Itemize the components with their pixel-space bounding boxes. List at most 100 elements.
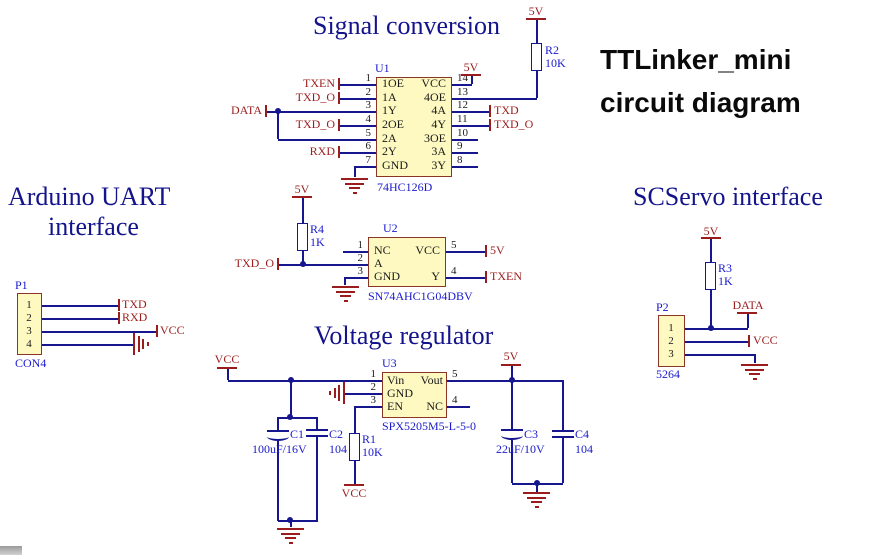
net-label-vcc: VCC [214, 352, 240, 366]
ground-bar [336, 290, 355, 293]
wire [446, 277, 486, 279]
ground-symbol [277, 528, 304, 544]
pin-number: 2 [365, 86, 372, 98]
net-label-txd-o: TXD_O [295, 117, 335, 131]
c2-capacitor-plate [306, 435, 328, 438]
net-port-tick [485, 271, 487, 283]
pin-number: 11 [457, 113, 468, 125]
wire [42, 331, 157, 333]
ground-bar [142, 339, 144, 349]
ground-symbol [523, 492, 550, 508]
pin-name: 3Y [431, 158, 446, 172]
net-label-txd: TXD [494, 103, 519, 117]
net-label-5v: 5V [703, 224, 719, 238]
pin-number: 3 [370, 394, 377, 406]
net-label-txd-o: TXD_O [295, 90, 335, 104]
ground-bar [523, 492, 550, 494]
net-port-tick [485, 245, 487, 257]
net-label-5v: 5V [463, 60, 479, 74]
wire [685, 341, 749, 343]
pin-number: 9 [457, 140, 463, 152]
wire [685, 328, 748, 330]
net-port-tick [265, 105, 267, 117]
wire [278, 139, 376, 141]
pin-number: 5 [452, 368, 458, 380]
wire [42, 305, 119, 307]
net-port-tick [489, 119, 491, 131]
net-label-5v: 5V [490, 243, 505, 257]
power-rail-bar [217, 367, 237, 369]
wire [710, 239, 712, 262]
pin-number: 5 [451, 239, 457, 251]
wire [42, 318, 119, 320]
wire [345, 277, 368, 279]
net-port-tick [489, 105, 491, 117]
net-label-txd-o: TXD_O [494, 117, 534, 131]
net-port-tick [338, 146, 340, 158]
ground-bar [333, 388, 336, 398]
wire [227, 369, 229, 380]
wire [340, 98, 376, 100]
pin-name: 3OE [424, 131, 446, 145]
wire [42, 344, 133, 346]
c3-value-label: 22uF/10V [496, 442, 545, 456]
pin-name: GND [387, 386, 413, 400]
c4-capacitor-plate [552, 436, 574, 439]
pin-number: 2 [357, 252, 364, 264]
c1-value-label: 100uF/16V [252, 442, 307, 456]
pin-name: 1OE [382, 76, 404, 90]
ground-bar [349, 187, 360, 189]
pin-name: 4A [431, 103, 446, 117]
p1-connector-body [17, 293, 42, 355]
wire [277, 441, 279, 521]
wire [511, 366, 513, 380]
wire [345, 393, 382, 395]
wire [446, 251, 486, 253]
net-label-5v: 5V [294, 182, 310, 196]
net-port-tick [118, 299, 120, 311]
wire [316, 437, 318, 521]
net-label-txen: TXEN [303, 76, 335, 90]
ground-bar [338, 385, 340, 401]
section-title-signal-conversion: Signal conversion [313, 11, 501, 40]
pin-number: 5 [365, 127, 372, 139]
r4-ref-label: R4 [310, 222, 325, 236]
p2-ref-label: P2 [656, 300, 669, 314]
r1-ref-label: R1 [362, 432, 377, 446]
ground-bar [531, 501, 542, 503]
net-label-rxd: RXD [309, 144, 335, 158]
wire [452, 139, 478, 141]
r4-resistor-body [297, 223, 308, 251]
wire [344, 277, 346, 285]
p2-part-label: 5264 [656, 367, 680, 381]
wire [277, 417, 279, 430]
net-label-txen: TXEN [490, 269, 522, 283]
wire [536, 20, 538, 43]
u1-part-label: 74HC126D [377, 180, 433, 194]
power-rail-bar [292, 196, 312, 198]
p1-part-label: CON4 [15, 356, 47, 370]
section-title-voltage-regulator: Voltage regulator [314, 321, 494, 350]
r3-ref-label: R3 [718, 261, 733, 275]
power-rail-bar [461, 74, 481, 76]
wire [536, 68, 538, 98]
r2-resistor-body [531, 43, 542, 71]
net-label-vcc: VCC [341, 486, 367, 500]
section-title-arduino-line2: interface [48, 212, 139, 241]
pin-number: 1 [370, 368, 377, 380]
wire [471, 76, 473, 84]
power-rail-bar [526, 18, 546, 20]
u1-ic-body [376, 77, 452, 177]
u2-part-label: SN74AHC1G04DBV [368, 289, 473, 303]
pin-number: 3 [668, 348, 674, 360]
wire [278, 417, 318, 419]
u1-ref-label: U1 [375, 61, 390, 75]
ground-bar [277, 528, 304, 530]
u3-ic-body [382, 372, 447, 418]
pin-number: 1 [357, 239, 364, 251]
net-port-tick [338, 78, 340, 90]
r2-ref-label: R2 [545, 43, 560, 57]
pin-name: 3A [431, 144, 446, 158]
wire [340, 84, 376, 86]
